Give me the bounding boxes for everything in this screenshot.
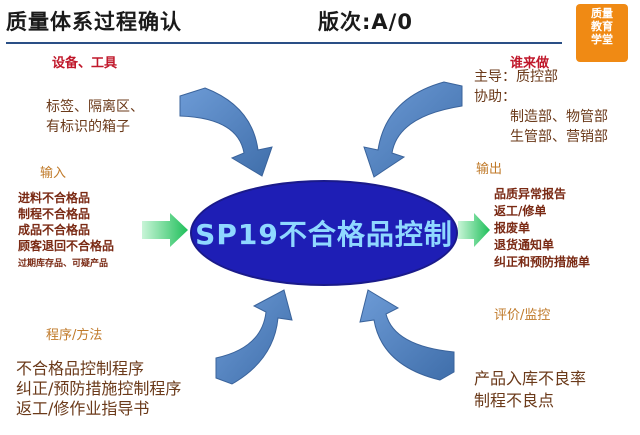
output-item-1: 品质异常报告 xyxy=(494,187,567,201)
method-item-3: 返工/修作业指导书 xyxy=(16,399,150,418)
input-item-3: 成品不合格品 xyxy=(18,223,91,237)
equipment-line-1: 标签、隔离区、 xyxy=(46,99,144,115)
logo-line-1: 质量 xyxy=(591,7,613,20)
arrow-top-left xyxy=(179,87,273,177)
input-item-2: 制程不合格品 xyxy=(18,207,91,221)
logo-line-2: 教育 xyxy=(591,20,613,33)
output-item-3: 报废单 xyxy=(494,221,531,235)
who-lead: 主导：质控部 xyxy=(474,69,558,85)
arrow-top-right xyxy=(363,81,463,178)
who-assist-line-2: 生管部、营销部 xyxy=(510,129,608,145)
who-assist-label: 协助： xyxy=(474,89,516,105)
equipment-title: 设备、工具 xyxy=(52,56,118,71)
method-title: 程序/方法 xyxy=(46,328,103,343)
evaluation-item-1: 产品入库不良率 xyxy=(474,369,587,388)
output-item-5: 纠正和预防措施单 xyxy=(494,255,591,269)
input-extra: 过期库存品、可疑产品 xyxy=(18,259,109,269)
arrow-output xyxy=(458,213,490,247)
arrow-bottom-right xyxy=(359,289,455,381)
output-title: 输出 xyxy=(476,162,503,177)
who-assist-line-1: 制造部、物管部 xyxy=(510,109,608,125)
equipment-line-2: 有标识的箱子 xyxy=(46,119,130,135)
method-item-2: 纠正/预防措施控制程序 xyxy=(16,379,182,398)
output-item-2: 返工/修单 xyxy=(494,204,547,218)
method-item-1: 不合格品控制程序 xyxy=(16,359,145,378)
header-divider xyxy=(6,42,562,44)
evaluation-title: 评价/监控 xyxy=(494,308,551,323)
center-process-label: SP19不合格品控制 xyxy=(195,218,453,251)
output-item-4: 退货通知单 xyxy=(494,238,555,252)
logo-line-3: 学堂 xyxy=(591,33,613,46)
evaluation-item-2: 制程不良点 xyxy=(474,391,555,410)
version-label: 版次:A/0 xyxy=(318,10,413,34)
input-item-1: 进料不合格品 xyxy=(18,191,91,205)
arrow-input xyxy=(142,213,188,247)
arrow-bottom-left xyxy=(215,289,293,385)
page-title: 质量体系过程确认 xyxy=(6,10,182,34)
input-title: 输入 xyxy=(40,166,67,181)
center-process-ellipse xyxy=(190,180,458,286)
brand-logo: 质量 教育 学堂 xyxy=(576,4,628,62)
who-title: 谁来做 xyxy=(510,56,550,71)
input-item-4: 顾客退回不合格品 xyxy=(18,239,115,253)
